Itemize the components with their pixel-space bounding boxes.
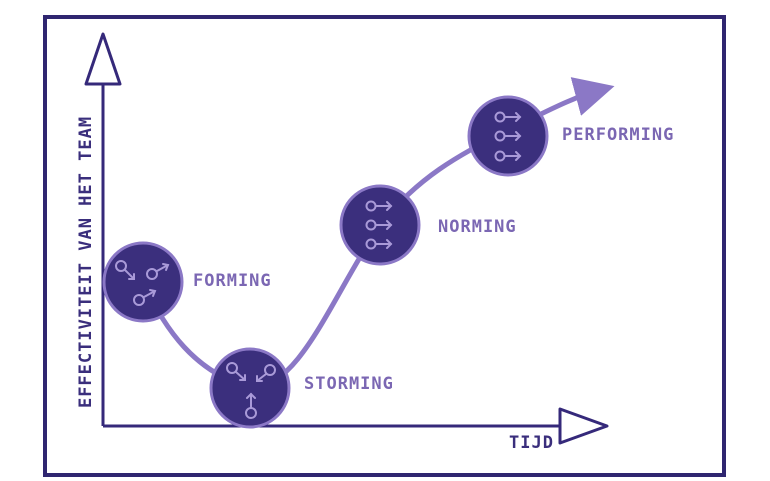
stage-norming: NORMING — [339, 184, 517, 266]
stage-performing: PERFORMING — [467, 95, 674, 177]
scattered-people-icon — [115, 260, 170, 306]
stage-label-norming: NORMING — [438, 217, 517, 237]
aligned-people-icon — [365, 200, 393, 250]
y-axis-label: EFFECTIVITEIT VAN HET TEAM — [76, 116, 96, 408]
y-axis — [84, 32, 122, 426]
stage-label-performing: PERFORMING — [562, 125, 674, 145]
x-axis-arrow-icon — [558, 407, 609, 445]
stage-label-forming: FORMING — [193, 271, 272, 291]
x-axis-label: TIJD — [509, 433, 554, 453]
stage-node — [209, 347, 291, 429]
x-axis — [103, 407, 609, 445]
converging-people-icon — [226, 362, 276, 419]
diagram-frame — [43, 15, 726, 477]
stage-node — [102, 241, 184, 323]
stage-storming: STORMING — [209, 347, 394, 429]
stage-forming: FORMING — [102, 241, 272, 323]
stage-label-storming: STORMING — [304, 374, 394, 394]
y-axis-arrow-icon — [84, 32, 122, 86]
aligned-people-icon — [494, 111, 522, 162]
